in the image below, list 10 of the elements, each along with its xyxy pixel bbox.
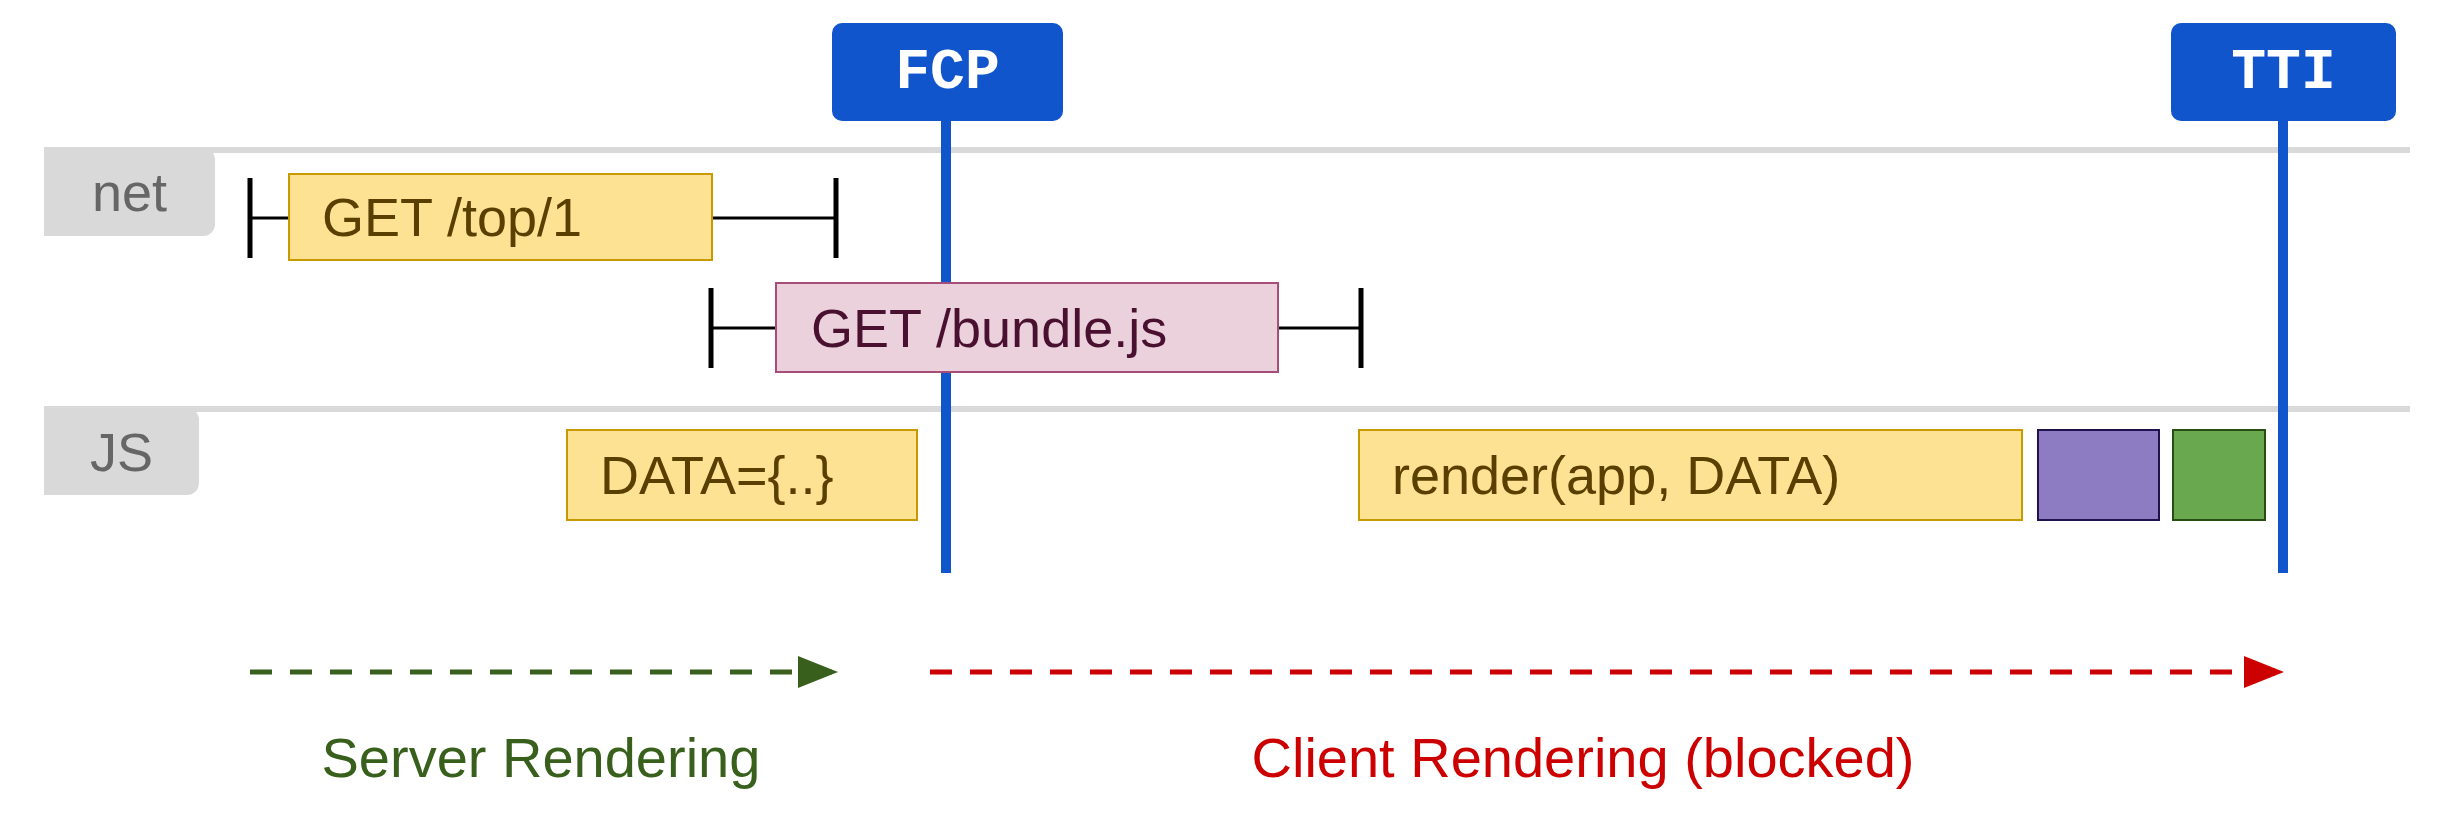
task-bar [2037,429,2160,521]
milestone-badge: TTI [2171,23,2396,121]
phase-label: Server Rendering [321,725,761,790]
task-bar: GET /top/1 [288,173,713,261]
phase-label: Client Rendering (blocked) [1251,725,1915,790]
task-bar [2172,429,2266,521]
milestone-badge: FCP [832,23,1063,121]
task-bar: render(app, DATA) [1358,429,2023,521]
task-bar: DATA={..} [566,429,918,521]
request-bar: GET /bundle.js [775,282,1279,373]
